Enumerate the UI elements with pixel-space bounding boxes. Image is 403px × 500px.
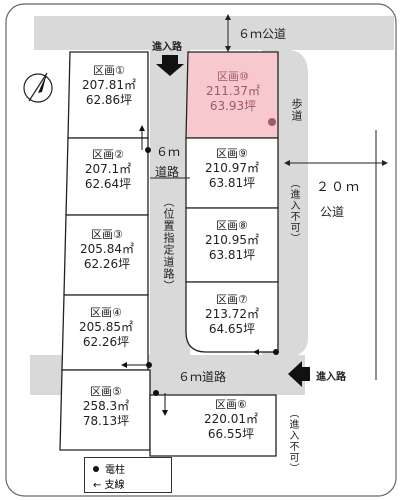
lot-8-label: 区画⑧ 210.95㎡ 63.81坪 (186, 219, 278, 263)
lot-4-area: 205.85㎡ (79, 319, 133, 334)
north-arrow-circle (23, 73, 53, 103)
guy-wire-arrow (253, 349, 259, 355)
top-road-arrow-up (225, 14, 231, 20)
lot-3-area: 205.84㎡ (80, 241, 134, 256)
lot-6-area: 220.01㎡ (204, 411, 258, 426)
lot-7-tsubo: 64.65坪 (208, 321, 256, 336)
lot-8-name: 区画⑧ (216, 219, 248, 232)
top-road-arrow-down (225, 46, 231, 52)
lot-9-area: 210.97㎡ (205, 160, 259, 175)
lot-8-tsubo: 63.81坪 (208, 247, 256, 262)
lot-7-area: 213.72㎡ (205, 306, 259, 321)
lot-3-label: 区画③ 205.84㎡ 62.26坪 (66, 228, 148, 272)
entry-arrow-top (156, 55, 184, 76)
lot-9-name: 区画⑨ (216, 147, 248, 160)
lot-3-name: 区画③ (91, 228, 123, 241)
center-road (150, 50, 190, 395)
right-road-width-label: ２０ｍ (316, 180, 362, 195)
center-road-type-label: 道路 (155, 165, 180, 179)
top-road-label: ６ｍ公道 (238, 27, 287, 41)
lot-10-label: 区画⑩ 211.37㎡ 63.93坪 (188, 70, 278, 114)
lot-3-tsubo: 62.26坪 (83, 256, 131, 271)
lot-2-tsubo: 62.64坪 (84, 176, 132, 191)
legend-guy-wire-label: ← 支線 (93, 480, 125, 491)
lot-2-label: 区画② 207.1㎡ 62.64坪 (68, 148, 148, 192)
lot-10-tsubo: 63.93坪 (209, 98, 257, 113)
lot-4-name: 区画④ (90, 306, 122, 319)
utility-pole-icon (145, 147, 151, 153)
lot-10-area: 211.37㎡ (206, 83, 260, 98)
north-arrow-line (28, 72, 48, 102)
north-arrow-icon (38, 73, 47, 93)
lot-9-tsubo: 63.81坪 (208, 175, 256, 190)
designated-road-label: （位置指定道路） (162, 196, 175, 292)
guy-wire-arrow (121, 362, 127, 368)
center-road-width-label: ６ｍ (156, 145, 181, 159)
lot-7-name: 区画⑦ (216, 293, 248, 306)
lot-5-tsubo: 78.13坪 (82, 413, 130, 428)
legend-row-pole: 電柱 (93, 461, 125, 476)
top-public-road (34, 16, 394, 50)
outer-frame (5, 3, 397, 497)
legend-pole-label: 電柱 (105, 465, 125, 476)
lot-5-name: 区画⑤ (90, 385, 122, 398)
no-entry-label-sidewalk: （進入不可） (288, 178, 299, 244)
entry-arrow-right (288, 361, 310, 387)
legend-row-guy-wire: ← 支線 (93, 476, 125, 491)
right-road-arrow-right (382, 160, 388, 166)
lot-6-name: 区画⑥ (215, 398, 247, 411)
lot-2-name: 区画② (92, 148, 124, 161)
sidewalk-label: 歩道 (290, 98, 303, 122)
lot-2-area: 207.1㎡ (84, 161, 132, 176)
lot-6-boundary (149, 394, 277, 457)
right-road-arrow-left (284, 160, 290, 166)
lot-5-label: 区画⑤ 258.3㎡ 78.13坪 (62, 385, 150, 429)
guy-wire-arrow (162, 410, 168, 416)
utility-pole-icon (146, 362, 152, 368)
utility-pole-icon (273, 349, 279, 355)
utility-pole-icon (153, 390, 159, 396)
no-entry-label-corner: （進入不可） (287, 408, 298, 474)
utility-pole-icon (268, 118, 276, 126)
lot-1-area: 207.81㎡ (82, 77, 136, 92)
lot-1-label: 区画① 207.81㎡ 62.86坪 (70, 64, 148, 108)
right-road-type-label: 公道 (320, 205, 345, 219)
bottom-road-label: ６ｍ道路 (178, 370, 227, 384)
lot-6-label: 区画⑥ 220.01㎡ 66.55坪 (186, 398, 276, 442)
entry-label-right: 進入路 (316, 372, 346, 383)
guy-wire-arrow (139, 125, 145, 131)
lot-7-label: 区画⑦ 213.72㎡ 64.65坪 (186, 293, 278, 337)
legend-box: 電柱 ← 支線 (84, 457, 172, 493)
lot-9-label: 区画⑨ 210.97㎡ 63.81坪 (186, 147, 278, 191)
lot-10-name: 区画⑩ (217, 70, 249, 83)
lot-1-name: 区画① (93, 64, 125, 77)
entry-label-top: 進入路 (152, 42, 182, 53)
lot-4-tsubo: 62.26坪 (82, 334, 130, 349)
lot-8-area: 210.95㎡ (205, 232, 259, 247)
lot-6-tsubo: 66.55坪 (207, 426, 255, 441)
lot-1-tsubo: 62.86坪 (85, 92, 133, 107)
utility-pole-legend-icon (93, 465, 99, 472)
lot-4-label: 区画④ 205.85㎡ 62.26坪 (64, 306, 148, 350)
lot-5-area: 258.3㎡ (82, 398, 130, 413)
